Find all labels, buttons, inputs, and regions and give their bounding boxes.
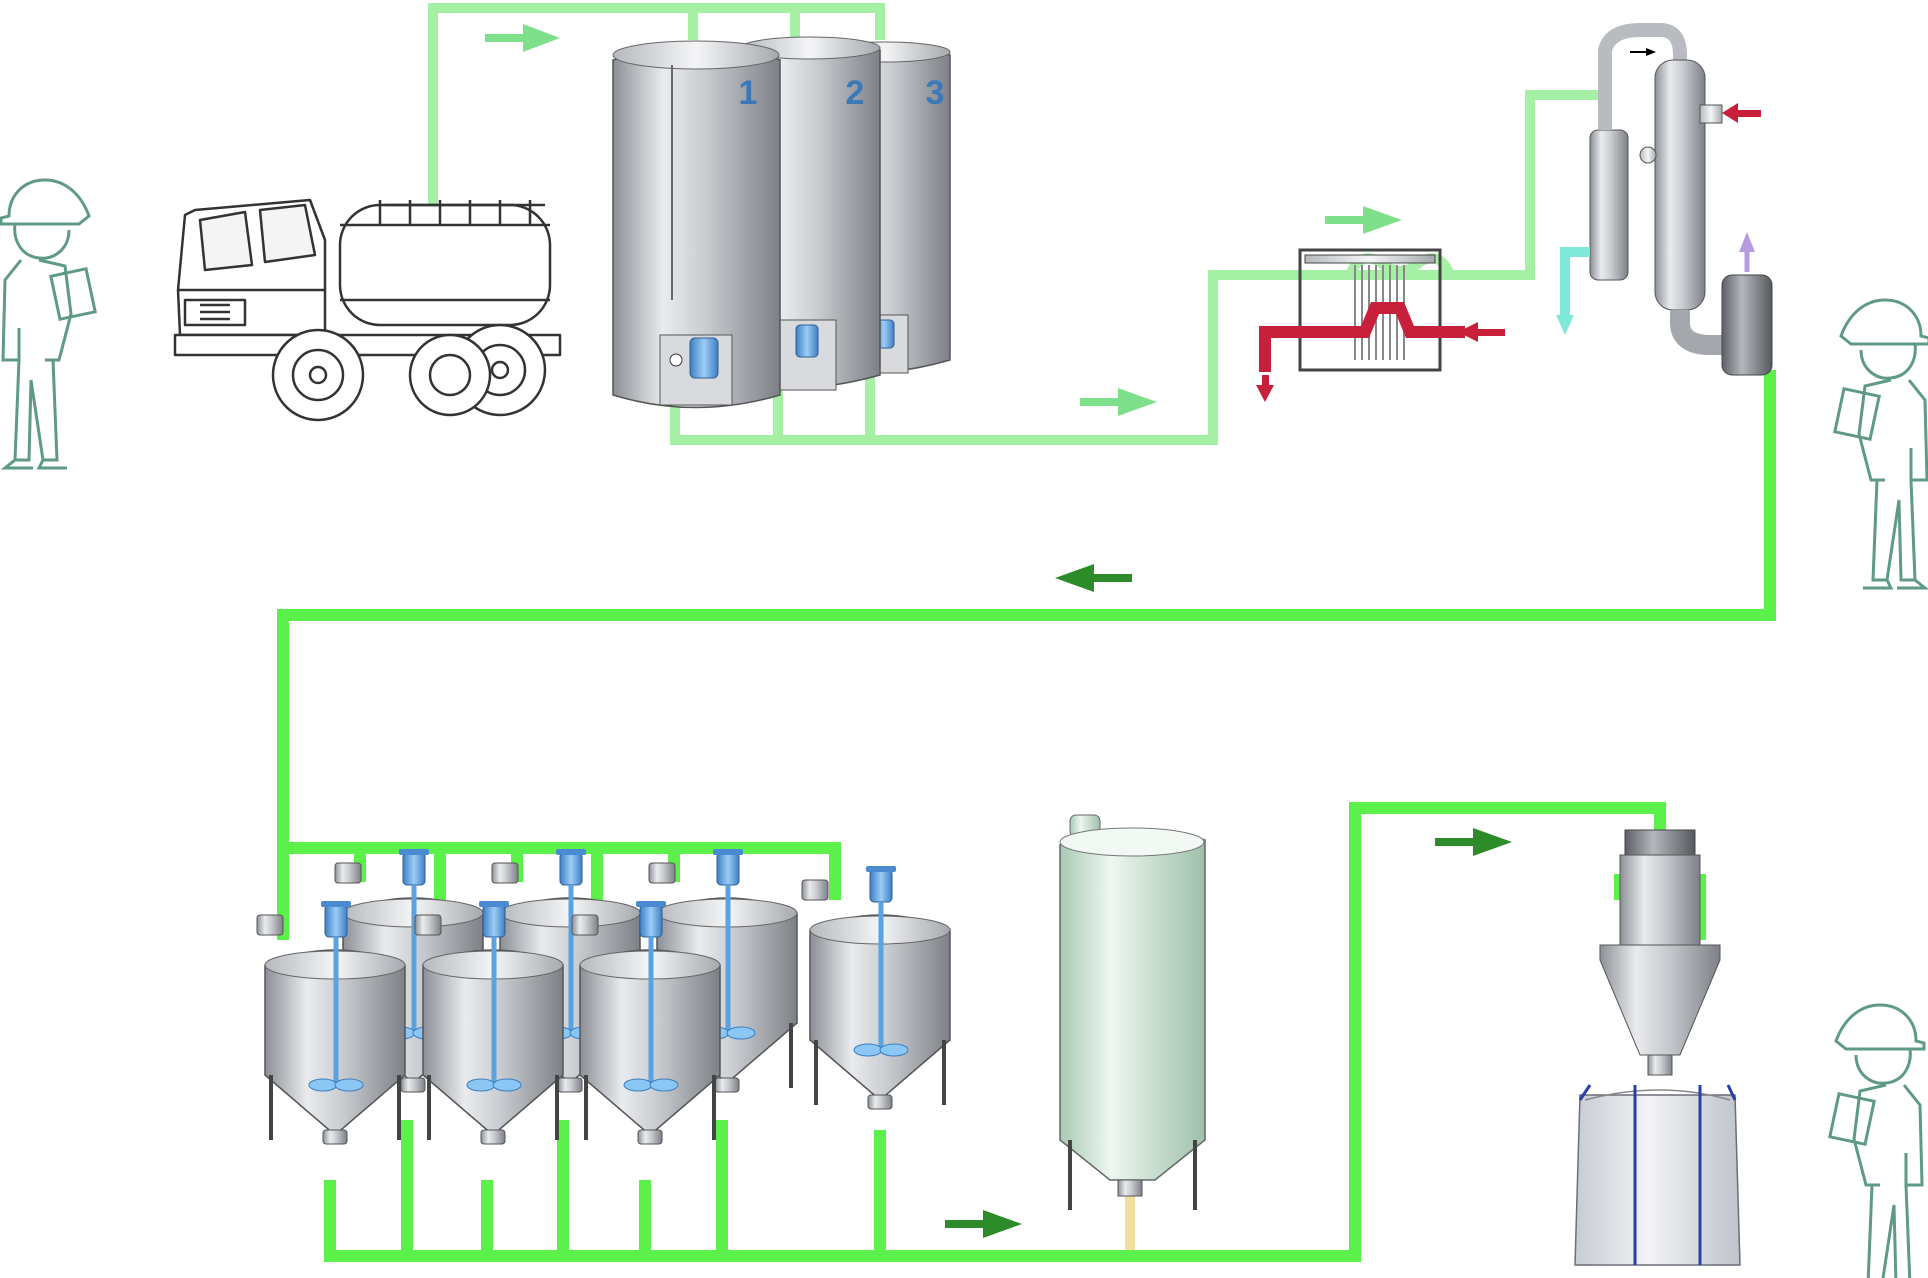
pipe-evaporator-to-mixers [277,370,1776,940]
flow-arrow [1055,564,1132,592]
tank-label-3: 3 [926,74,945,112]
heat-arrow-in [1458,322,1505,342]
worker-with-clipboard [1833,298,1928,590]
vapor-outlet [1739,232,1755,272]
tank-label-1: 1 [739,74,758,112]
flow-arrow [1080,388,1157,416]
evaporator [1556,23,1773,376]
tanker-truck [173,198,562,422]
pipe-truck-to-tanks [428,3,885,205]
flow-arrow [485,24,560,52]
pipe-tank-outlets [670,90,1610,445]
worker-with-clipboard [1828,1003,1926,1278]
pipe-bottom-collector [324,802,1666,1262]
pipes-upper [428,3,1610,445]
spray-dryer [1599,829,1721,1076]
heat-arrow-out [1256,375,1274,402]
storage-silos: 1 2 3 [612,36,951,409]
mixing-tank [802,866,950,1109]
buffer-silo [1059,814,1206,1210]
bulk-bag [1574,1084,1741,1266]
worker-with-clipboard [0,178,97,470]
filter-press [1256,248,1505,402]
tank-label-2: 2 [846,74,865,112]
heating-line [1259,302,1465,372]
mixing-tanks [257,849,950,1144]
flow-arrow [945,1210,1022,1238]
cooling-line [1556,247,1590,335]
flow-arrow [1435,828,1512,856]
flow-arrow [1325,206,1402,234]
flow-arrows [485,24,1512,1238]
steam-arrow [1722,103,1761,123]
storage-silo-1 [612,40,781,409]
pipe-mixer-header [283,842,841,900]
